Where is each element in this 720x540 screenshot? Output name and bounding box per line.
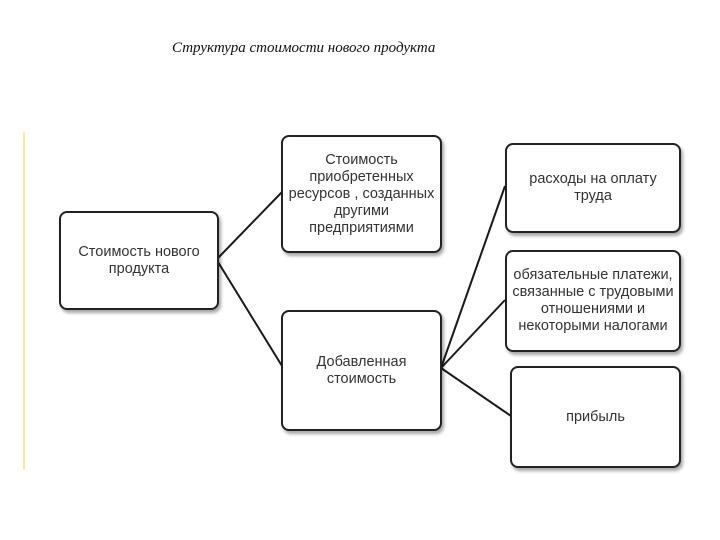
node-mandatory-payments: обязательные платежи, связанные с трудов…: [505, 250, 681, 352]
node-product-value: Стоимость нового продукта: [59, 211, 219, 310]
node-profit: прибыль: [510, 366, 681, 468]
node-added-value-label: Добавленная стоимость: [316, 353, 407, 387]
node-added-value: Добавленная стоимость: [281, 310, 442, 431]
node-product-value-label: Стоимость нового продукта: [78, 243, 200, 277]
diagram-title: Структура стоимости нового продукта: [172, 40, 436, 56]
node-labor-costs: расходы на оплату труда: [505, 143, 681, 233]
node-profit-label: прибыль: [566, 408, 625, 425]
connector-added-to-payments: [440, 299, 506, 369]
connector-added-to-labor: [440, 185, 506, 369]
node-labor-costs-label: расходы на оплату труда: [529, 171, 657, 204]
connector-product-to-added: [217, 261, 283, 367]
connector-product-to-acquired: [217, 191, 283, 259]
node-acquired-resources-label: Стоимость приобретенных ресурсов , созда…: [288, 151, 435, 236]
node-mandatory-payments-label: обязательные платежи, связанные с трудов…: [512, 267, 674, 334]
decorative-accent-line: [23, 132, 25, 470]
connector-added-to-profit: [440, 367, 512, 417]
node-acquired-resources: Стоимость приобретенных ресурсов , созда…: [281, 135, 442, 253]
